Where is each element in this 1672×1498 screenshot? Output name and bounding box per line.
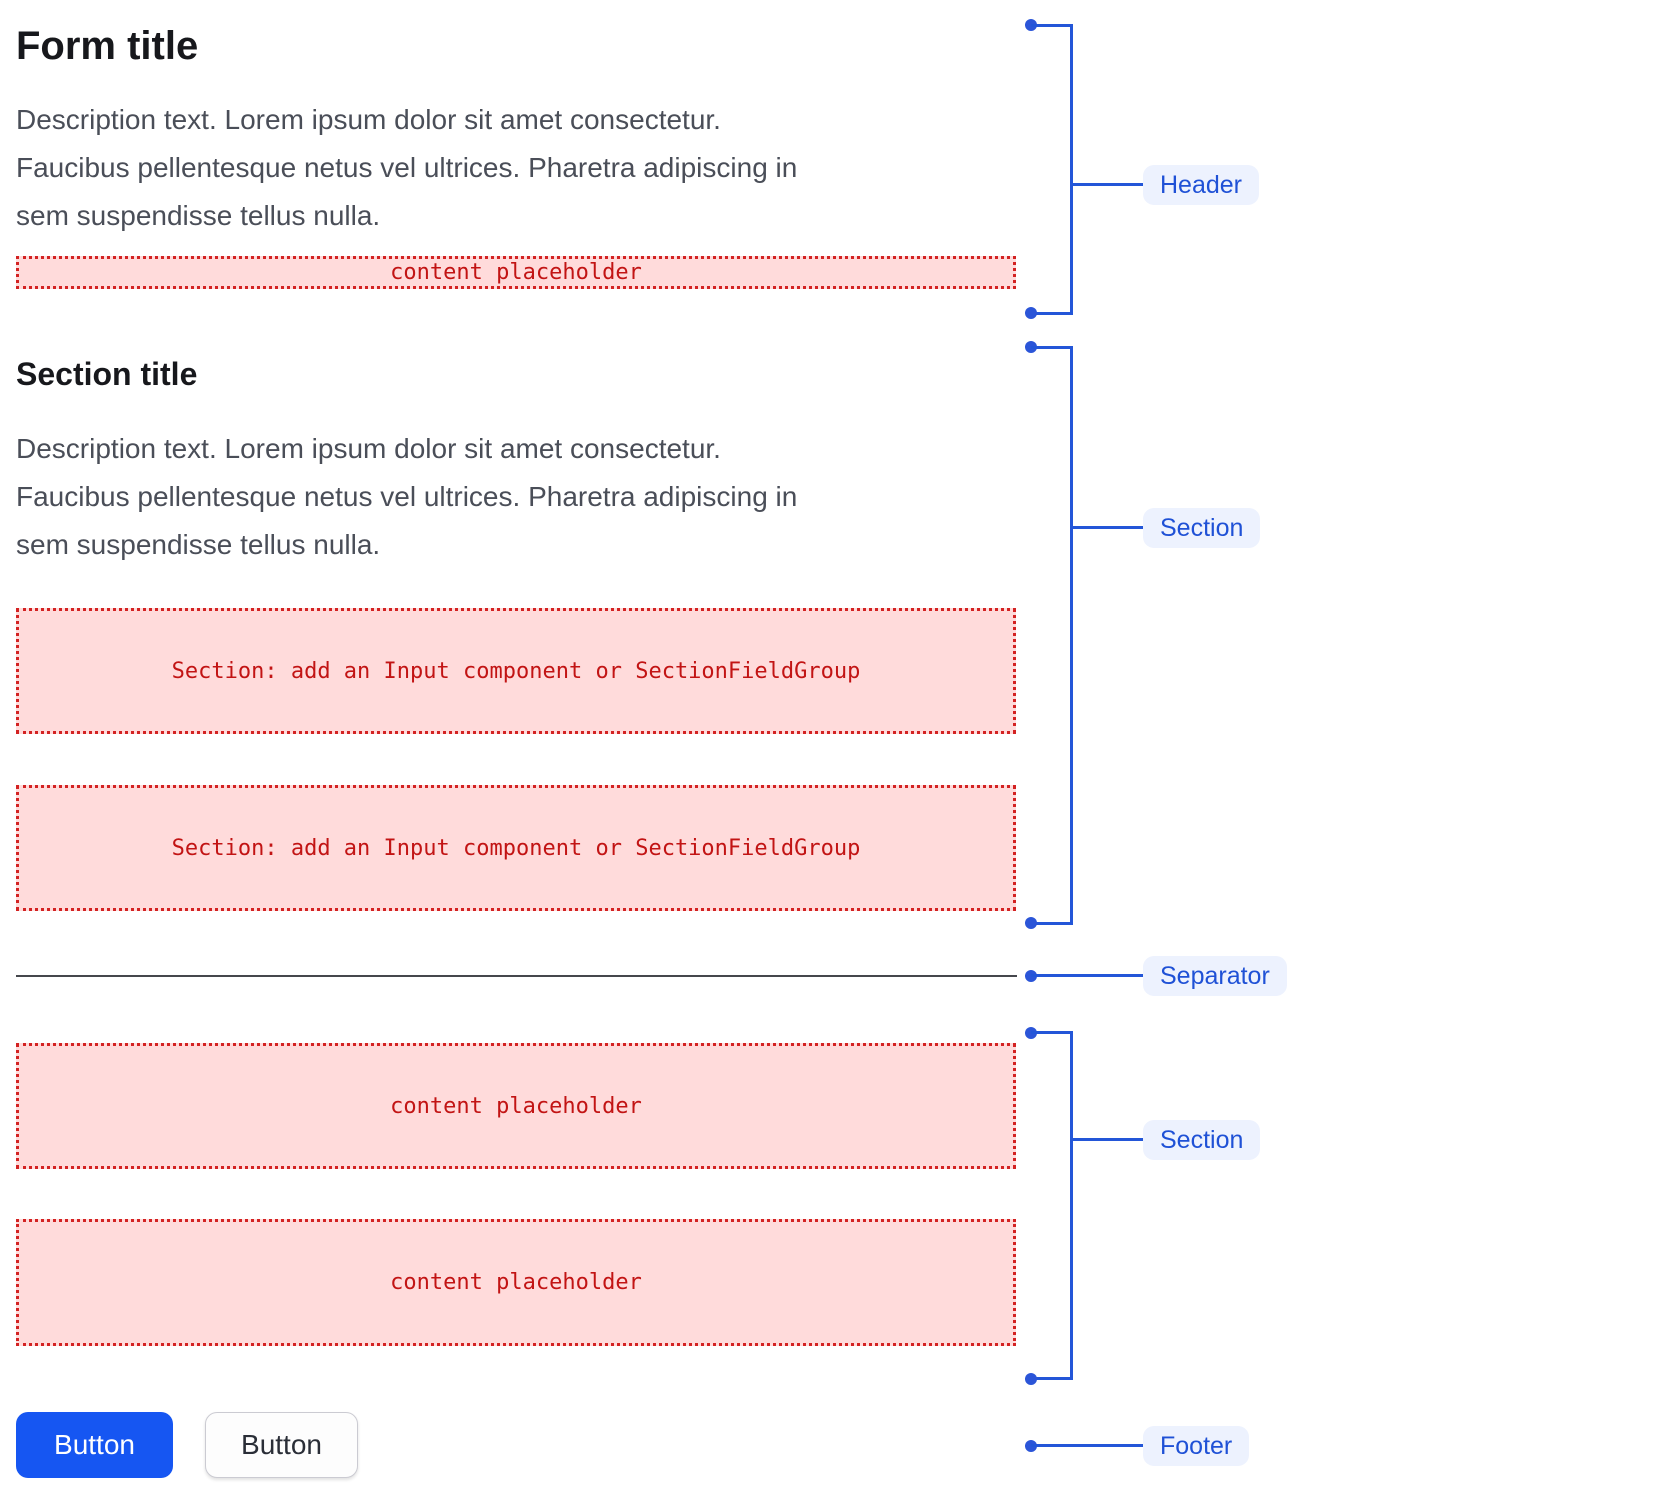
- separator-annotation-label: Separator: [1143, 956, 1287, 996]
- form-title: Form title: [16, 24, 199, 68]
- section1-input-placeholder-2-label: Section: add an Input component or Secti…: [171, 835, 861, 861]
- section2-bracket-top-stub: [1031, 1031, 1073, 1034]
- section2-content-placeholder-1: content placeholder: [16, 1043, 1016, 1169]
- form-description: Description text. Lorem ipsum dolor sit …: [16, 96, 976, 240]
- header-content-placeholder: content placeholder: [16, 256, 1016, 289]
- section2-content-placeholder-1-label: content placeholder: [390, 1093, 642, 1119]
- section1-input-placeholder-1-label: Section: add an Input component or Secti…: [171, 658, 861, 684]
- form-description-line: Faucibus pellentesque netus vel ultrices…: [16, 152, 798, 183]
- section-description-line: Faucibus pellentesque netus vel ultrices…: [16, 481, 798, 512]
- header-content-placeholder-label: content placeholder: [390, 260, 642, 285]
- section1-input-placeholder-2: Section: add an Input component or Secti…: [16, 785, 1016, 911]
- section1-bracket-vertical: [1070, 346, 1073, 925]
- separator-line: [16, 975, 1017, 977]
- separator-connector: [1031, 974, 1143, 977]
- section1-bracket-top-stub: [1031, 346, 1073, 349]
- form-description-line: Description text. Lorem ipsum dolor sit …: [16, 104, 721, 135]
- header-bracket-connector: [1073, 183, 1143, 186]
- section2-bracket-bottom-stub: [1031, 1377, 1073, 1380]
- section2-content-placeholder-2-label: content placeholder: [390, 1270, 642, 1295]
- footer-annotation-label: Footer: [1143, 1426, 1250, 1466]
- section1-annotation-label: Section: [1143, 508, 1261, 548]
- section1-bracket-bottom-stub: [1031, 922, 1073, 925]
- section-title: Section title: [16, 356, 198, 392]
- section2-bracket-connector: [1073, 1138, 1143, 1141]
- header-bracket-top-stub: [1031, 24, 1073, 27]
- header-bracket-vertical: [1070, 24, 1073, 315]
- header-bracket-bottom-stub: [1031, 312, 1073, 315]
- form-description-line: sem suspendisse tellus nulla.: [16, 200, 381, 231]
- section1-input-placeholder-1: Section: add an Input component or Secti…: [16, 608, 1016, 734]
- section-description: Description text. Lorem ipsum dolor sit …: [16, 425, 976, 569]
- footer-connector: [1031, 1444, 1143, 1447]
- section2-content-placeholder-2: content placeholder: [16, 1219, 1016, 1346]
- section2-annotation-label: Section: [1143, 1120, 1261, 1160]
- secondary-button[interactable]: Button: [205, 1412, 358, 1478]
- section2-bracket-bottom-dot: [1025, 1373, 1037, 1385]
- header-annotation-label: Header: [1143, 165, 1259, 205]
- header-bracket-bottom-dot: [1025, 307, 1037, 319]
- section-description-line: sem suspendisse tellus nulla.: [16, 529, 381, 560]
- primary-button[interactable]: Button: [16, 1412, 173, 1478]
- section1-bracket-bottom-dot: [1025, 917, 1037, 929]
- section-description-line: Description text. Lorem ipsum dolor sit …: [16, 433, 721, 464]
- section2-bracket-vertical: [1070, 1031, 1073, 1380]
- section1-bracket-connector: [1073, 526, 1143, 529]
